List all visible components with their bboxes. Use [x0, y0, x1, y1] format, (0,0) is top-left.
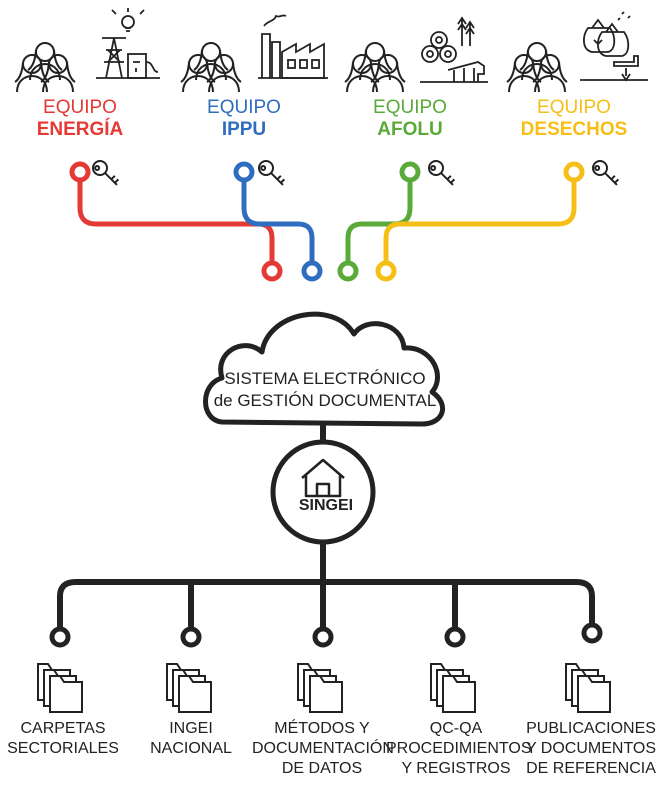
folder-label-metodos: MÉTODOS Y DOCUMENTACIÓN DE DATOS: [252, 719, 394, 779]
folder-stack-icon: [166, 663, 212, 713]
team-label-ippu: EQUIPO IPPU: [174, 97, 314, 141]
team-equipo-text: EQUIPO: [537, 97, 611, 118]
connector-energia: [77, 177, 275, 267]
waste-bags-pipe-icon: [580, 11, 648, 82]
tree-node-5: [581, 622, 603, 644]
singei-hub: [270, 439, 376, 545]
team-name-text: IPPU: [221, 119, 267, 140]
team-name-text: ENERGÍA: [36, 119, 124, 140]
team-equipo-text: EQUIPO: [43, 97, 117, 118]
folder-label-line: DE DATOS: [281, 760, 363, 777]
tree-node-2: [180, 626, 202, 648]
power-tower-bulb-icon: [96, 8, 160, 79]
node-energia-top: [69, 161, 91, 183]
folder-label-line: NACIONAL: [150, 740, 232, 757]
key-icon-ippu: [258, 160, 286, 186]
cloud-label: SISTEMA ELECTRÓNICO de GESTIÓN DOCUMENTA…: [205, 368, 445, 412]
key-icon-desechos: [592, 160, 620, 186]
node-afolu-top: [399, 161, 421, 183]
team-equipo-text: EQUIPO: [207, 97, 281, 118]
team-equipo-text: EQUIPO: [373, 97, 447, 118]
connector-afolu: [345, 177, 413, 267]
cloud-label-line1: SISTEMA ELECTRÓNICO: [224, 369, 426, 388]
node-afolu-bottom: [337, 260, 359, 282]
team-name-text: DESECHOS: [520, 119, 628, 140]
node-desechos-top: [563, 161, 585, 183]
singei-label: SINGEI: [298, 497, 354, 514]
folder-label-carpetas: CARPETAS SECTORIALES: [0, 719, 133, 759]
folder-label-line: PROCEDIMIENTOS: [386, 740, 532, 757]
folder-stack-icon: [430, 663, 476, 713]
folder-label-line: CARPETAS: [20, 720, 106, 737]
node-energia-bottom: [261, 260, 283, 282]
node-desechos-bottom: [375, 260, 397, 282]
folder-stack-icon: [297, 663, 343, 713]
folder-label-line: PUBLICACIONES: [526, 720, 656, 737]
team-name-text: AFOLU: [377, 119, 443, 140]
team-people-icon-energia: [14, 42, 76, 93]
folder-label-publicaciones: PUBLICACIONES Y DOCUMENTOS DE REFERENCIA: [521, 719, 661, 779]
tree-node-1: [49, 626, 71, 648]
folder-stack-icon: [565, 663, 611, 713]
farm-cow-hay-icon: [420, 16, 488, 83]
folder-label-line: INGEI: [169, 720, 213, 737]
cloud-icon: [203, 311, 445, 427]
folder-label-line: SECTORIALES: [7, 740, 119, 757]
key-icon-energia: [92, 160, 120, 186]
connector-desechos: [383, 177, 577, 267]
tree-node-4: [444, 626, 466, 648]
folder-label-line: QC-QA: [429, 720, 483, 737]
node-ippu-top: [233, 161, 255, 183]
node-ippu-bottom: [301, 260, 323, 282]
folder-label-line: Y REGISTROS: [401, 760, 511, 777]
house-icon: [301, 458, 345, 498]
cloud-label-line2: de GESTIÓN DOCUMENTAL: [213, 391, 437, 410]
folder-label-line: DE REFERENCIA: [526, 760, 656, 777]
folder-label-line: DOCUMENTACIÓN: [252, 740, 394, 757]
team-label-afolu: EQUIPO AFOLU: [340, 97, 480, 141]
factory-icon: [258, 14, 328, 79]
team-people-icon-desechos: [506, 42, 568, 93]
key-icon-afolu: [428, 160, 456, 186]
folder-label-ingei: INGEI NACIONAL: [121, 719, 261, 759]
folder-stack-icon: [37, 663, 83, 713]
folder-label-qcqa: QC-QA PROCEDIMIENTOS Y REGISTROS: [386, 719, 532, 779]
folder-label-line: Y DOCUMENTOS: [525, 740, 657, 757]
team-people-icon-ippu: [180, 42, 242, 93]
folder-label-line: MÉTODOS Y: [274, 720, 370, 737]
tree-node-3: [312, 626, 334, 648]
team-people-icon-afolu: [344, 42, 406, 93]
team-label-energia: EQUIPO ENERGÍA: [10, 97, 150, 141]
connector-ippu: [241, 177, 315, 267]
team-label-desechos: EQUIPO DESECHOS: [504, 97, 644, 141]
